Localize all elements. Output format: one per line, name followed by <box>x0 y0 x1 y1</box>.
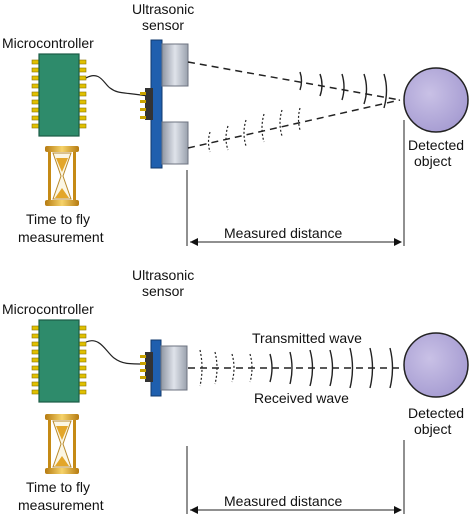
distance-label: Measured distance <box>224 225 343 241</box>
top-panel: Microcontroller Ultrasonic sensor <box>2 1 469 246</box>
received-wave-arcs <box>207 107 301 153</box>
microcontroller-chip-icon <box>31 319 87 403</box>
received-wave-arcs <box>269 347 394 389</box>
received-wave-label: Received wave <box>254 390 349 406</box>
ultrasonic-sensor-icon <box>140 339 188 397</box>
received-path <box>187 99 401 149</box>
detected-object-icon <box>403 332 469 398</box>
sensor-label-line2: sensor <box>142 283 184 299</box>
transmitted-path <box>187 61 401 101</box>
distance-label: Measured distance <box>224 493 343 509</box>
timer-label-line2: measurement <box>18 497 104 513</box>
signal-wire <box>85 340 147 365</box>
timer-label-line1: Time to fly <box>26 211 90 227</box>
hourglass-icon <box>45 146 79 206</box>
microcontroller-label: Microcontroller <box>2 301 94 317</box>
microcontroller-label: Microcontroller <box>2 35 94 51</box>
ultrasonic-sensor-icon <box>140 39 189 169</box>
object-label-line1: Detected <box>408 405 464 421</box>
object-label-line2: object <box>414 421 451 437</box>
sensor-label-line1: Ultrasonic <box>132 1 194 17</box>
microcontroller-chip-icon <box>31 53 87 137</box>
detected-object-icon <box>403 67 469 133</box>
object-label-line2: object <box>414 153 451 169</box>
sensor-label-line1: Ultrasonic <box>132 267 194 283</box>
bottom-panel: Microcontroller Ultrasonic sensor Ti <box>2 267 469 514</box>
signal-wire <box>85 75 149 97</box>
transmitted-wave-label: Transmitted wave <box>252 330 362 346</box>
transmitted-wave-arcs <box>199 349 253 387</box>
timer-label-line2: measurement <box>18 229 104 245</box>
object-label-line1: Detected <box>408 137 464 153</box>
transmitted-wave-arcs <box>299 71 388 109</box>
hourglass-icon <box>45 414 79 474</box>
timer-label-line1: Time to fly <box>26 479 90 495</box>
sensor-label-line2: sensor <box>142 17 184 33</box>
